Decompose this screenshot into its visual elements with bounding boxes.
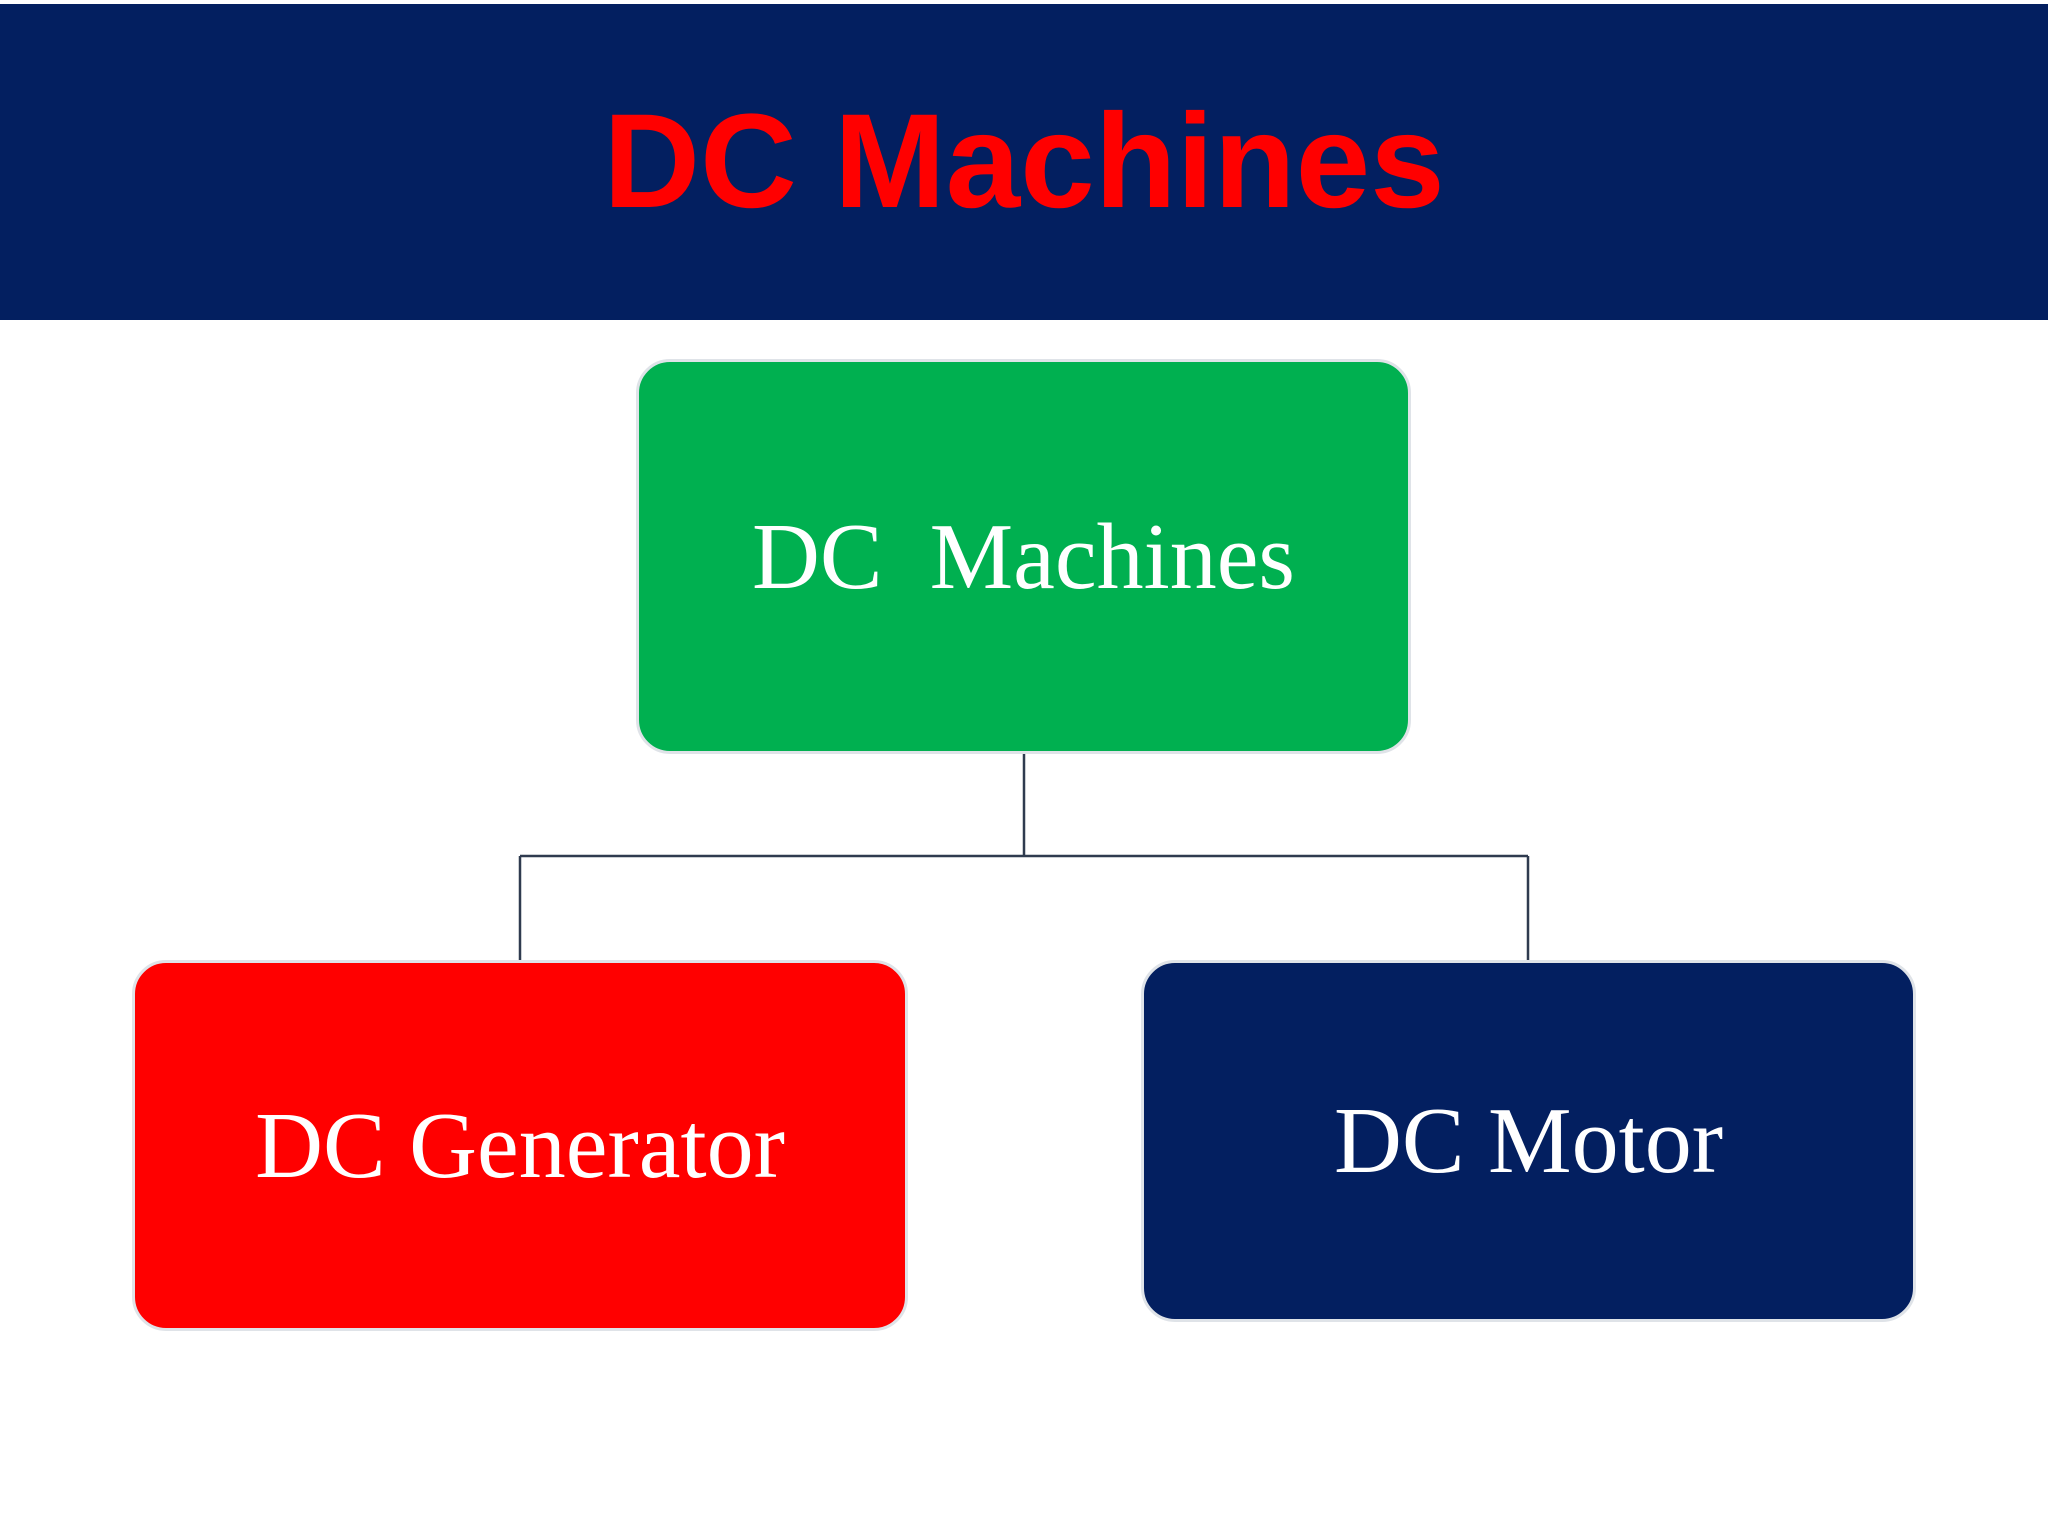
node-dc-machines-label: DC Machines bbox=[751, 504, 1296, 609]
node-dc-generator-label: DC Generator bbox=[255, 1093, 785, 1198]
node-dc-machines: DC Machines bbox=[636, 359, 1411, 754]
title-banner: DC Machines bbox=[0, 4, 2048, 320]
node-dc-motor: DC Motor bbox=[1141, 960, 1916, 1322]
node-dc-generator: DC Generator bbox=[132, 960, 908, 1331]
node-dc-motor-label: DC Motor bbox=[1333, 1089, 1724, 1193]
slide-title: DC Machines bbox=[603, 87, 1445, 236]
